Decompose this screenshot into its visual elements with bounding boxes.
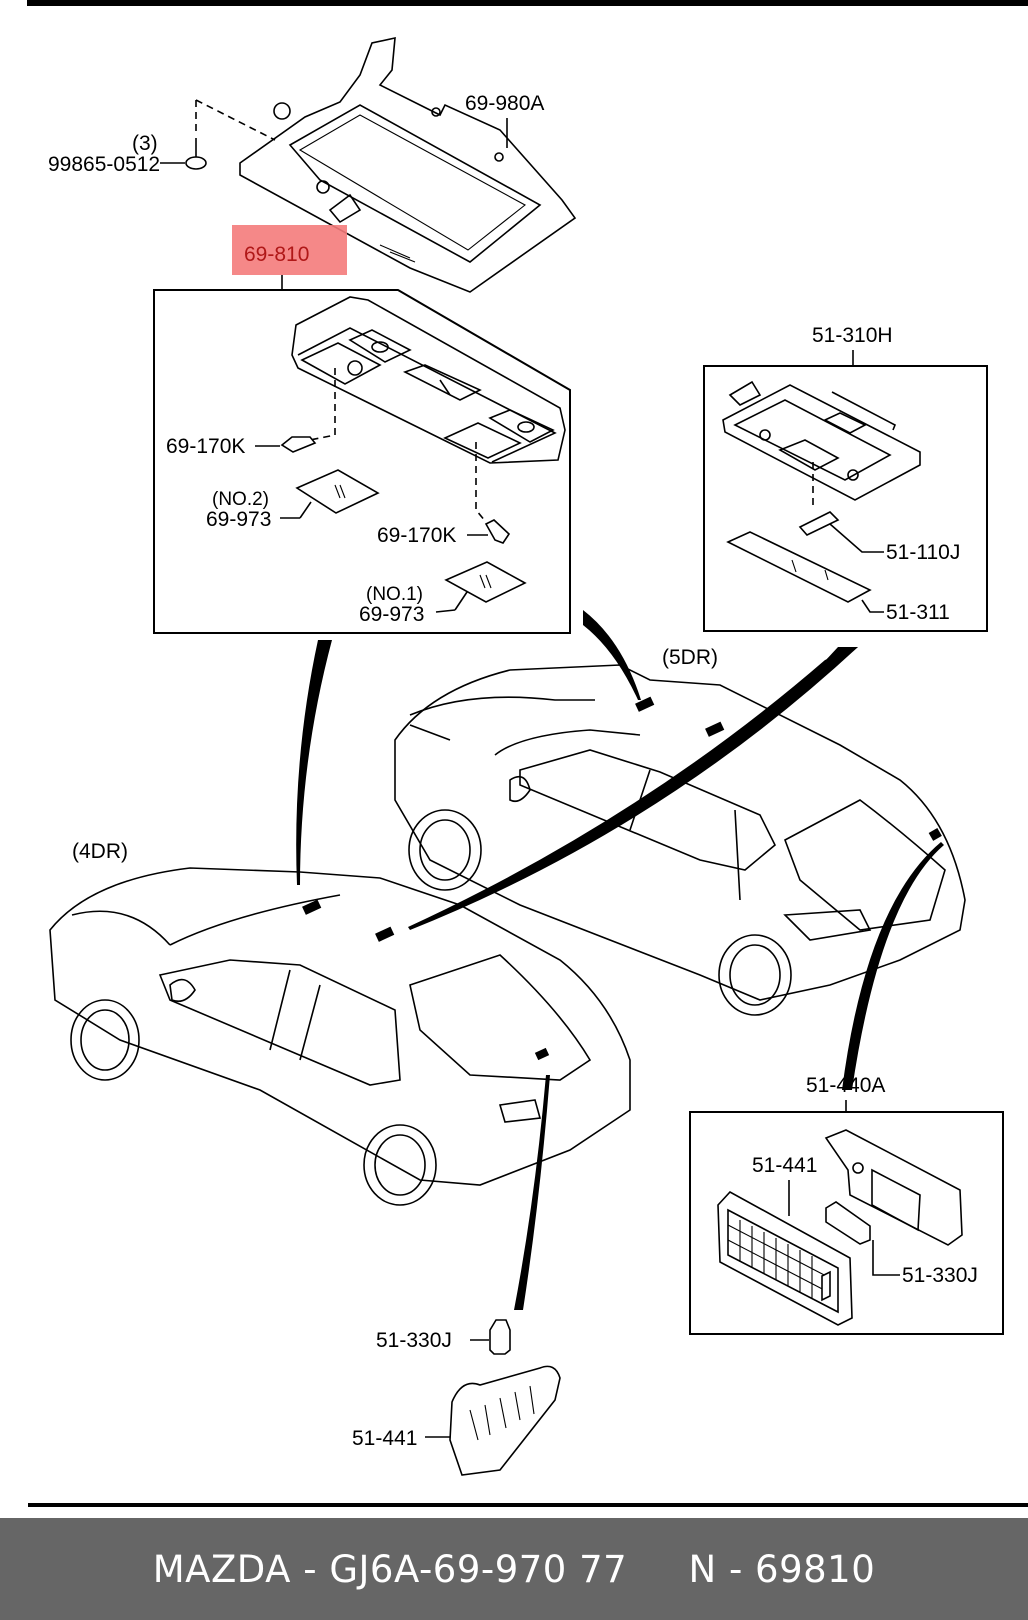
screw-drawing <box>185 99 276 170</box>
bulb-b-label: 69-170K <box>377 524 456 547</box>
trunk-bulb-drawing <box>489 1319 511 1355</box>
frame-part-label: 69-980A <box>465 92 544 115</box>
footer-bar: MAZDA - GJ6A-69-970 77 N - 69810 <box>0 1518 1028 1620</box>
console-detail-box <box>153 289 571 634</box>
luggage-lamp-drawing <box>717 1129 963 1326</box>
lens-no1-label: 69-973 <box>359 603 424 626</box>
bottom-rule <box>28 1503 1028 1507</box>
room-lamp-detail-box <box>703 365 988 632</box>
trunk-lens-drawing <box>449 1365 561 1476</box>
highlight-box <box>232 225 347 275</box>
leader-trunk-4dr <box>514 1075 550 1310</box>
screw-part-label: 99865-0512 <box>48 153 160 176</box>
hatchback-car-drawing <box>394 664 966 1016</box>
luggage-lamp-label: 51-440A <box>806 1074 885 1097</box>
lens-no1-note: (NO.1) <box>366 584 423 605</box>
lens-no2-note: (NO.2) <box>212 489 269 510</box>
console-part-label[interactable]: 69-810 <box>244 243 309 266</box>
luggage-lens-label: 51-441 <box>752 1154 817 1177</box>
bulb-a-drawing <box>280 436 317 453</box>
lens-no2-label: 69-973 <box>206 508 271 531</box>
room-lamp-drawing <box>722 380 921 603</box>
frame-part-drawing <box>239 36 577 293</box>
sedan-variant-label: (4DR) <box>72 840 128 863</box>
top-border <box>27 0 1028 6</box>
part-number-caption: MAZDA - GJ6A-69-970 77 N - 69810 <box>152 1547 876 1591</box>
hatch-variant-label: (5DR) <box>662 646 718 669</box>
room-bulb-label: 51-110J <box>886 541 960 564</box>
console-drawing <box>291 296 566 464</box>
luggage-lamp-detail-box <box>689 1111 1004 1335</box>
bulb-b-drawing <box>484 519 511 544</box>
leader-room-4dr <box>408 647 858 930</box>
luggage-bulb-label: 51-330J <box>902 1264 978 1287</box>
room-lamp-label: 51-310H <box>812 324 893 347</box>
lens-no1-drawing <box>444 561 527 603</box>
sedan-car-drawing <box>49 867 631 1206</box>
leader-luggage-5dr <box>842 842 944 1090</box>
screw-qty-label: (3) <box>132 132 158 155</box>
trunk-bulb-label: 51-330J <box>376 1329 452 1352</box>
bulb-a-label: 69-170K <box>166 435 245 458</box>
room-lens-label: 51-311 <box>886 601 950 624</box>
trunk-lens-label: 51-441 <box>352 1427 417 1450</box>
leader-console-4dr <box>296 640 332 885</box>
leader-console-5dr <box>583 610 641 700</box>
